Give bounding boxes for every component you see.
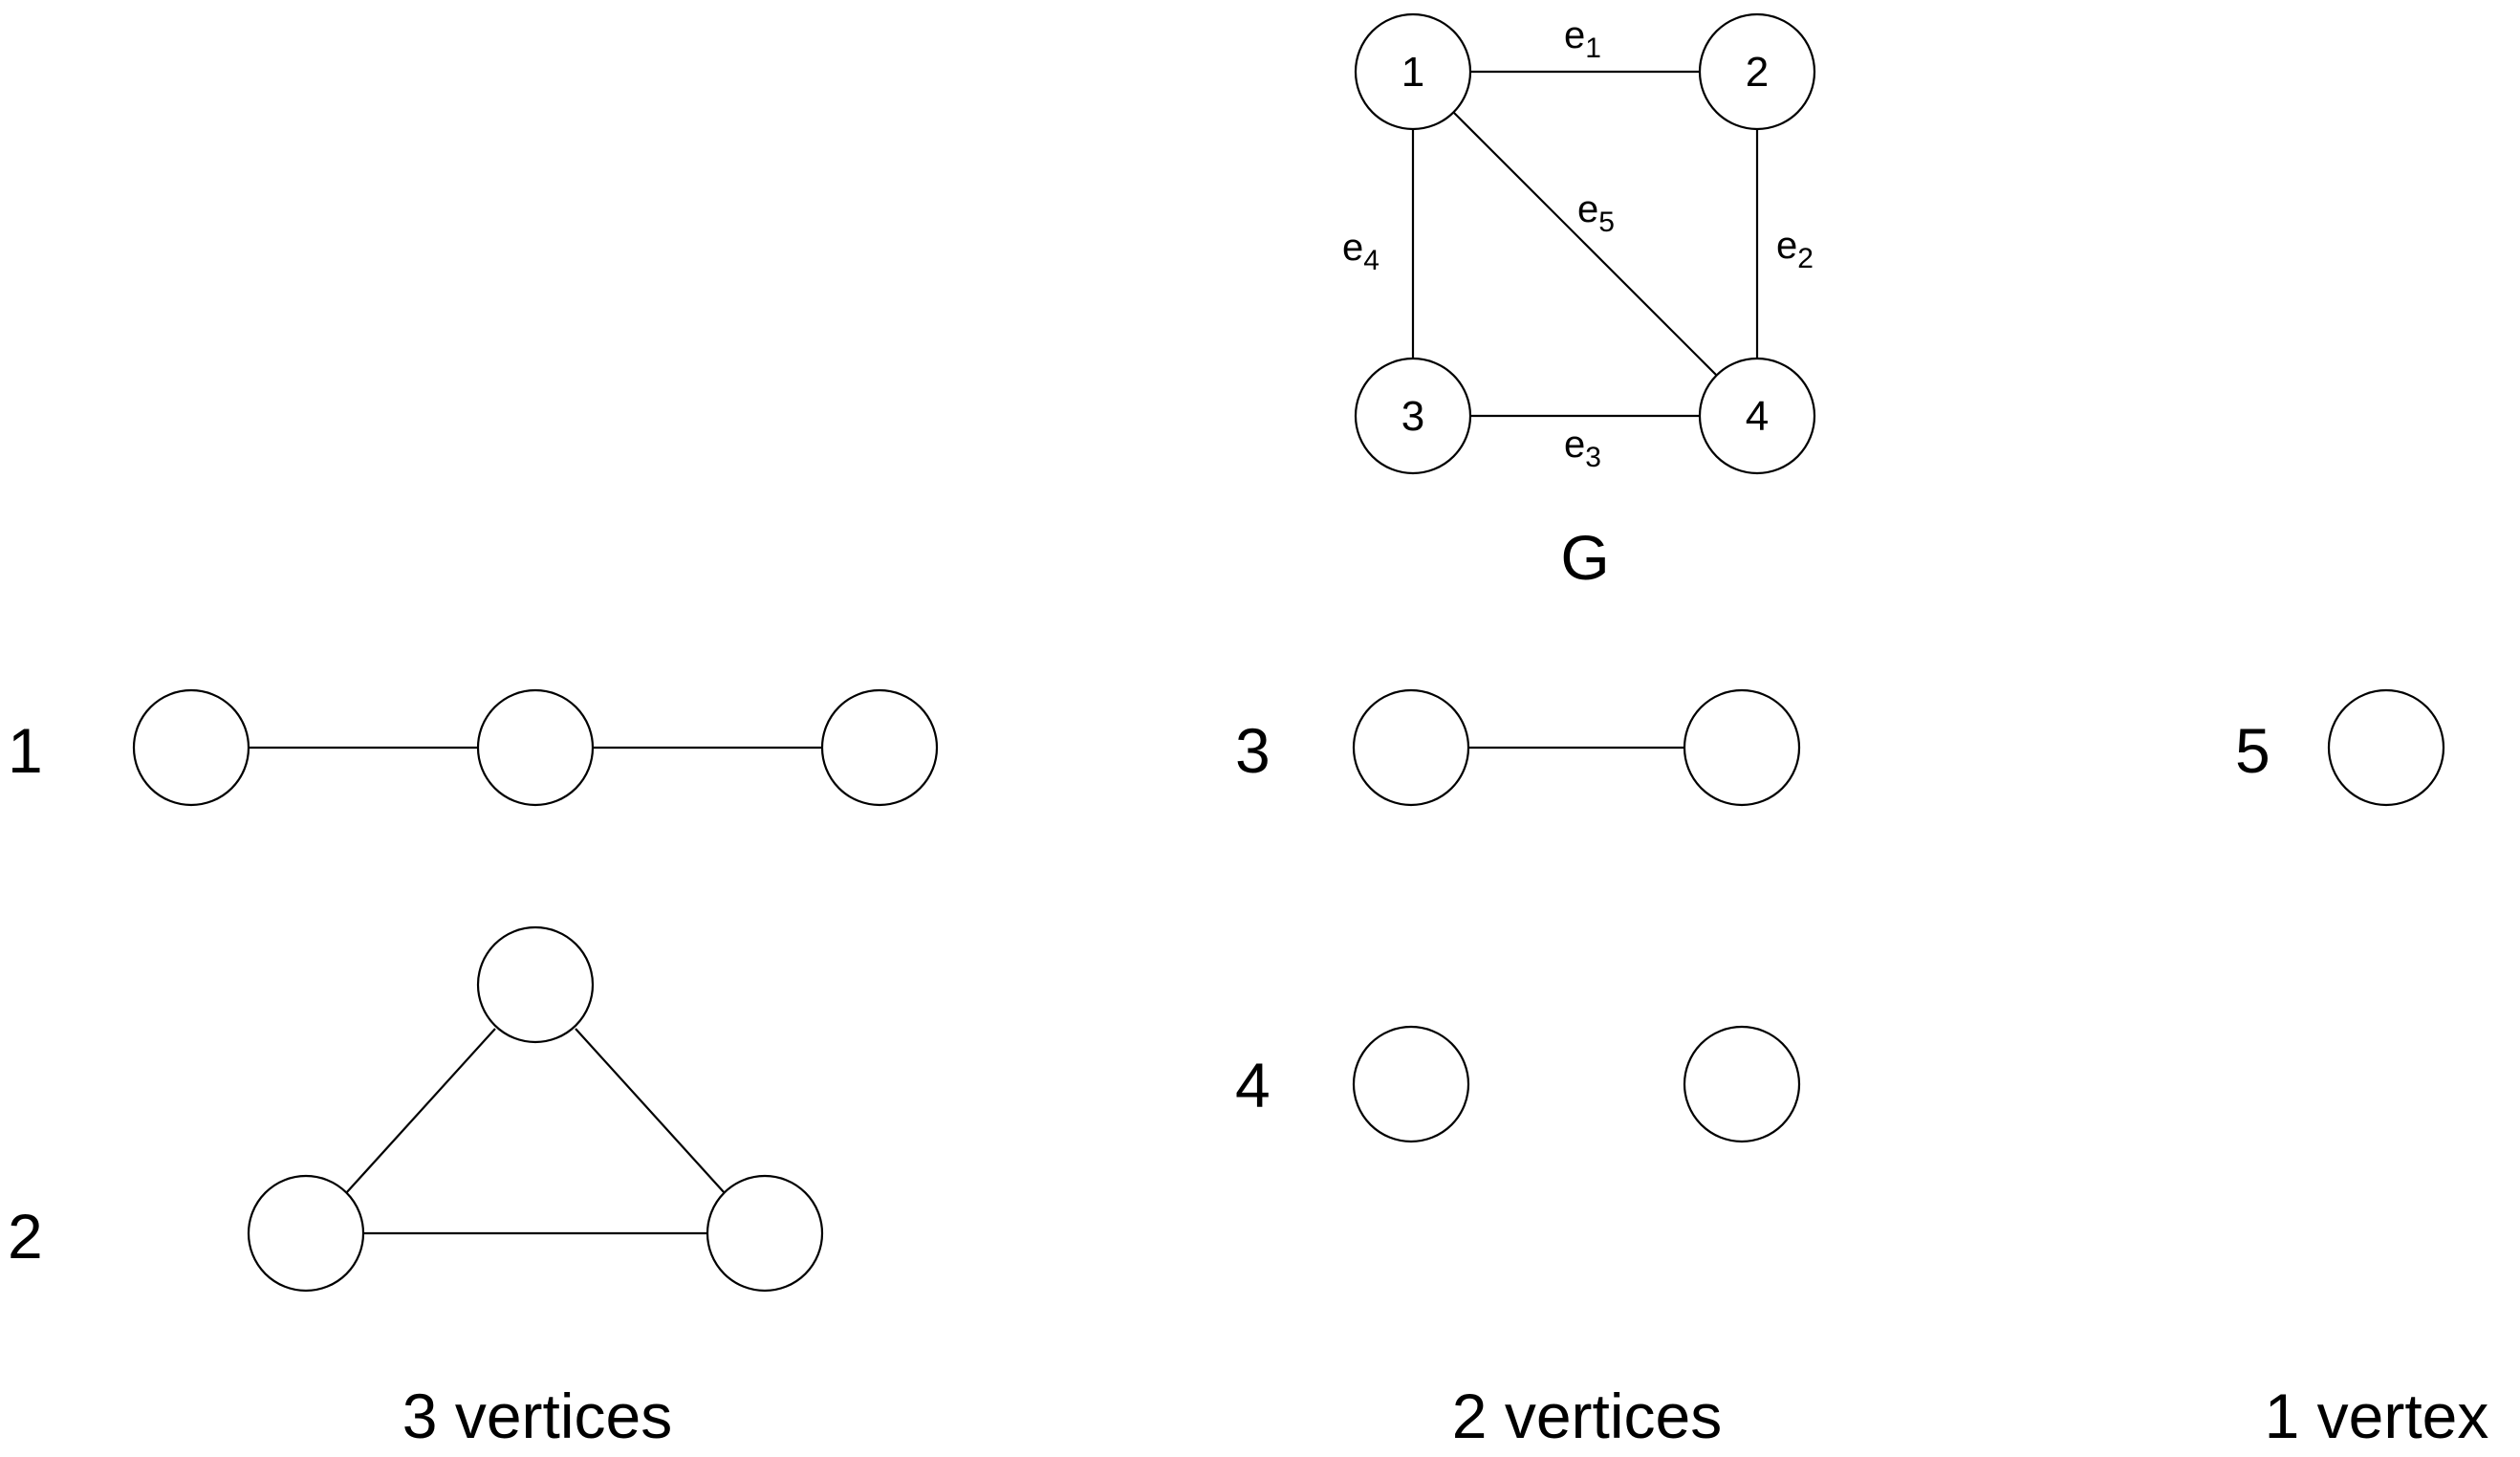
graph-g: 1 2 3 4 e1 e2 e3 e4 e5 G xyxy=(1342,12,1816,593)
vertex-2 xyxy=(1698,12,1816,131)
graph-g-title: G xyxy=(1560,522,1609,593)
subgraph-3-vertex-a xyxy=(1352,688,1470,807)
edge-e4-sub: 4 xyxy=(1363,245,1379,276)
vertex-2-label: 2 xyxy=(1746,49,1769,96)
vertex-1-label: 1 xyxy=(1401,49,1424,96)
caption-3-vertices: 3 vertices xyxy=(402,1381,672,1451)
subgraph-2-edge-b xyxy=(575,1028,726,1194)
edge-e1-label: e1 xyxy=(1564,14,1601,64)
edge-e4-base: e xyxy=(1342,227,1363,269)
subgraph-3: 3 xyxy=(1235,688,1801,807)
edge-e2-label: e2 xyxy=(1776,225,1814,274)
subgraph-1-label: 1 xyxy=(8,715,43,786)
edge-e5-sub: 5 xyxy=(1598,207,1615,238)
edge-e5-base: e xyxy=(1577,188,1598,230)
edge-e5 xyxy=(1452,111,1718,377)
caption-2-vertices: 2 vertices xyxy=(1452,1381,1722,1451)
edge-e4-label: e4 xyxy=(1342,227,1379,276)
subgraph-1-vertex-a xyxy=(132,688,250,807)
vertex-1 xyxy=(1354,12,1472,131)
vertex-4-label: 4 xyxy=(1746,393,1769,440)
subgraph-5-label: 5 xyxy=(2235,715,2270,786)
subgraph-5: 5 xyxy=(2235,688,2445,807)
subgraph-2-vertex-left xyxy=(247,1174,365,1293)
edge-e1-sub: 1 xyxy=(1585,33,1601,64)
subgraph-5-vertex-a xyxy=(2327,688,2445,807)
edge-e2-sub: 2 xyxy=(1797,243,1814,274)
subgraph-4-label: 4 xyxy=(1235,1050,1271,1120)
subgraph-1: 1 xyxy=(8,688,939,807)
subgraph-3-label: 3 xyxy=(1235,715,1271,786)
edge-e3-label: e3 xyxy=(1564,424,1601,473)
vertex-3-label: 3 xyxy=(1401,393,1424,440)
subgraph-4-vertex-a xyxy=(1352,1025,1470,1143)
edge-e2-base: e xyxy=(1776,225,1797,267)
vertex-4 xyxy=(1698,357,1816,475)
subgraph-1-vertex-b xyxy=(476,688,595,807)
subgraph-1-vertex-c xyxy=(820,688,939,807)
subgraph-2-vertex-top xyxy=(476,925,595,1044)
edge-e1-base: e xyxy=(1564,14,1585,56)
subgraph-2-label: 2 xyxy=(8,1201,43,1272)
caption-1-vertex: 1 vertex xyxy=(2265,1381,2489,1451)
subgraph-4: 4 xyxy=(1235,1025,1801,1143)
vertex-3 xyxy=(1354,357,1472,475)
edge-e5-label: e5 xyxy=(1577,188,1615,238)
subgraph-4-vertex-b xyxy=(1683,1025,1801,1143)
subgraph-3-vertex-b xyxy=(1683,688,1801,807)
edge-e3-sub: 3 xyxy=(1585,442,1601,473)
edge-e3-base: e xyxy=(1564,424,1585,466)
subgraph-2-vertex-right xyxy=(706,1174,824,1293)
subgraph-2: 2 xyxy=(8,925,824,1293)
subgraph-2-edge-a xyxy=(345,1028,496,1194)
